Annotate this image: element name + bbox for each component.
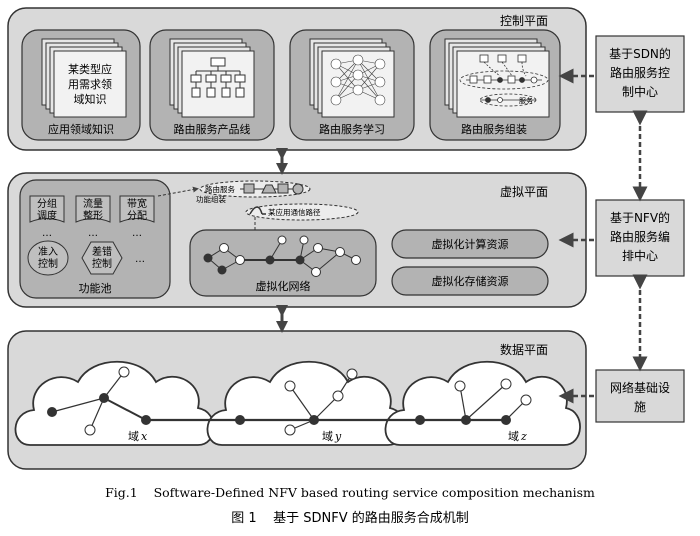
- ellipsis-2: …: [88, 228, 98, 239]
- function-label: 带宽: [127, 197, 147, 210]
- function-assembly: 功能组装 路由服务: [157, 180, 311, 204]
- virtualized-network: 虚拟化网络: [189, 229, 377, 297]
- infra-line-2: 施: [634, 400, 646, 414]
- function-label: 控制: [38, 257, 58, 270]
- virtualized-compute-label: 虚拟化计算资源: [432, 237, 509, 251]
- function-label: 控制: [92, 257, 112, 270]
- control-plane-title: 控制平面: [500, 14, 548, 28]
- caption-english: Fig.1 Software-Defined NFV based routing…: [105, 485, 595, 500]
- function-pool: 分组 调度 流量 整形 带宽 分配 … … … 准入 控制 差错 控制 … 功能…: [19, 179, 171, 299]
- nfv-orchestration-center: [595, 199, 685, 277]
- module-learning: 路由服务学习: [289, 29, 415, 141]
- virtualized-compute-box: [391, 229, 549, 259]
- infra-line-1: 网络基础设: [610, 380, 670, 395]
- virtualized-storage-label: 虚拟化存储资源: [432, 274, 509, 288]
- tree-chart-icon: [190, 57, 246, 98]
- assembly-mini-label: 服务: [519, 96, 533, 105]
- service-assembly-icon: [459, 54, 549, 107]
- module-assembly: 服务 路由服务组装: [429, 29, 561, 141]
- function-pool-label: 功能池: [79, 281, 112, 295]
- function-traffic-shaping: [75, 195, 111, 223]
- module-label-assembly: 路由服务组装: [461, 122, 527, 136]
- path-label: 某应用通信路径: [268, 207, 321, 217]
- sdn-center-line-1: 基于SDN的: [609, 46, 671, 61]
- function-error-control: [81, 241, 123, 275]
- module-label-learning: 路由服务学习: [319, 122, 385, 136]
- knowledge-card-line-2: 用需求领: [68, 78, 112, 91]
- nfv-center-line-1: 基于NFV的: [610, 210, 670, 225]
- neural-network-icon: [330, 54, 386, 106]
- virtual-plane: 虚拟平面 分组 调度 流量 整形 带宽 分配 … … … 准入 控制 差错 控制…: [7, 172, 587, 308]
- function-label: 准入: [38, 246, 58, 258]
- virtualized-storage-box: [391, 266, 549, 296]
- sdn-center-line-2: 路由服务控: [610, 65, 670, 80]
- function-packet-scheduling: [29, 195, 65, 223]
- function-admission-control: [27, 240, 69, 276]
- network-infrastructure: [595, 369, 685, 423]
- side-column: 基于SDN的 路由服务控 制中心 基于NFV的 路由服务编 排中心 网络基础设 …: [558, 35, 685, 423]
- function-label: 调度: [37, 209, 57, 222]
- data-plane-title: 数据平面: [500, 342, 548, 357]
- knowledge-card-line-1: 某类型应: [68, 62, 112, 76]
- caption-chinese: 图 1 基于 SDNFV 的路由服务合成机制: [231, 510, 469, 526]
- function-label: 差错: [92, 245, 112, 258]
- cloud-domain-y: [206, 361, 405, 446]
- knowledge-card-line-3: 域知识: [74, 92, 107, 106]
- sdn-center-line-3: 制中心: [622, 84, 658, 99]
- data-plane: 数据平面: [7, 330, 587, 470]
- function-label: 分配: [127, 210, 147, 222]
- ellipsis-1: …: [42, 228, 52, 239]
- function-bandwidth-allocation: [119, 195, 155, 223]
- service-label: 路由服务: [205, 184, 235, 194]
- virtual-plane-title: 虚拟平面: [500, 185, 548, 199]
- nfv-center-line-2: 路由服务编: [610, 229, 670, 244]
- function-label: 分组: [37, 197, 57, 210]
- module-product-line: 路由服务产品线: [149, 29, 275, 141]
- assembly-label: 功能组装: [196, 194, 226, 204]
- control-plane: 控制平面 某类型应 用需求领 域知识 应用领域知识: [7, 7, 587, 151]
- function-label: 流量: [83, 197, 103, 210]
- nfv-center-line-3: 排中心: [622, 248, 658, 263]
- virtualized-network-label: 虚拟化网络: [256, 279, 311, 293]
- function-label: 整形: [83, 209, 103, 222]
- assembly-dashed-arrow: [157, 186, 199, 197]
- module-label-domain-knowledge: 应用领域知识: [48, 122, 114, 136]
- cloud-domain-z: [384, 361, 581, 446]
- ellipsis-3: …: [132, 228, 142, 239]
- sdn-control-center: [595, 35, 685, 113]
- module-domain-knowledge: 某类型应 用需求领 域知识 应用领域知识: [21, 29, 141, 141]
- module-label-product-line: 路由服务产品线: [174, 122, 251, 136]
- ellipsis-4: …: [135, 254, 145, 265]
